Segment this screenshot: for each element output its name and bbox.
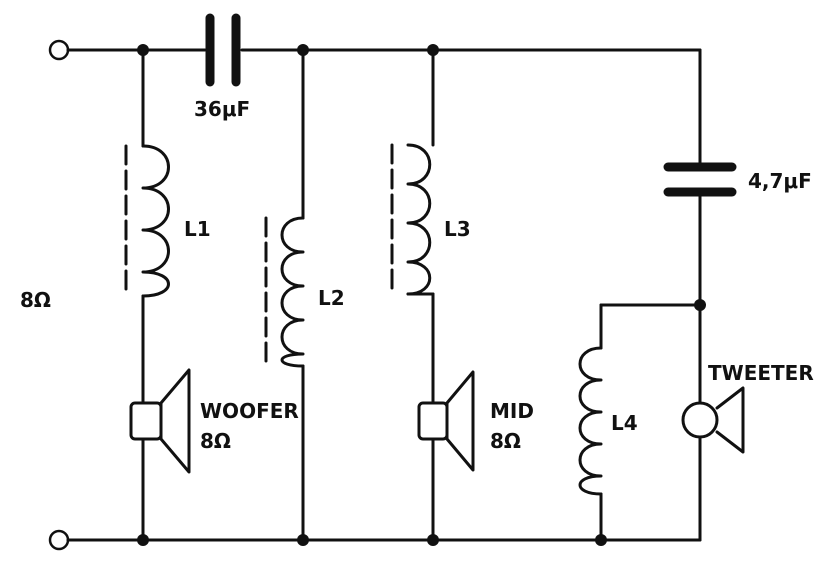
mid-impedance-label: 8Ω	[490, 429, 521, 453]
inductor-l3	[406, 143, 432, 296]
inductor-l1-label: L1	[184, 217, 211, 241]
inductor-l2-label: L2	[318, 286, 345, 310]
mid-speaker-magnet	[417, 401, 449, 441]
woofer-speaker-cone	[159, 368, 191, 474]
inductor-l4	[578, 346, 603, 496]
tweeter-name-label: TWEETER	[708, 361, 814, 385]
junction-dot	[137, 534, 149, 546]
input-terminal-bottom	[48, 529, 70, 551]
mid-speaker-cone	[445, 370, 475, 472]
input-terminal-top	[48, 39, 70, 61]
mid-name-label: MID	[490, 399, 534, 423]
junction-dot	[137, 44, 149, 56]
capacitor-c2-label: 4,7μF	[748, 169, 812, 193]
junction-dot	[427, 44, 439, 56]
woofer-name-label: WOOFER	[200, 399, 299, 423]
junction-dot	[427, 534, 439, 546]
woofer-speaker-magnet	[129, 401, 163, 441]
inductor-l3-label: L3	[444, 217, 471, 241]
capacitor-c1-label: 36μF	[194, 97, 250, 121]
junction-dot	[694, 299, 706, 311]
inductor-l2	[280, 216, 305, 368]
junction-dot	[595, 534, 607, 546]
inductor-l1	[141, 144, 170, 298]
input-impedance-label: 8Ω	[20, 288, 51, 312]
tweeter-speaker-horn	[715, 386, 745, 454]
tweeter-speaker-dome	[681, 401, 719, 439]
junction-dot	[297, 44, 309, 56]
junction-dot	[297, 534, 309, 546]
inductor-l4-label: L4	[611, 411, 638, 435]
woofer-impedance-label: 8Ω	[200, 429, 231, 453]
